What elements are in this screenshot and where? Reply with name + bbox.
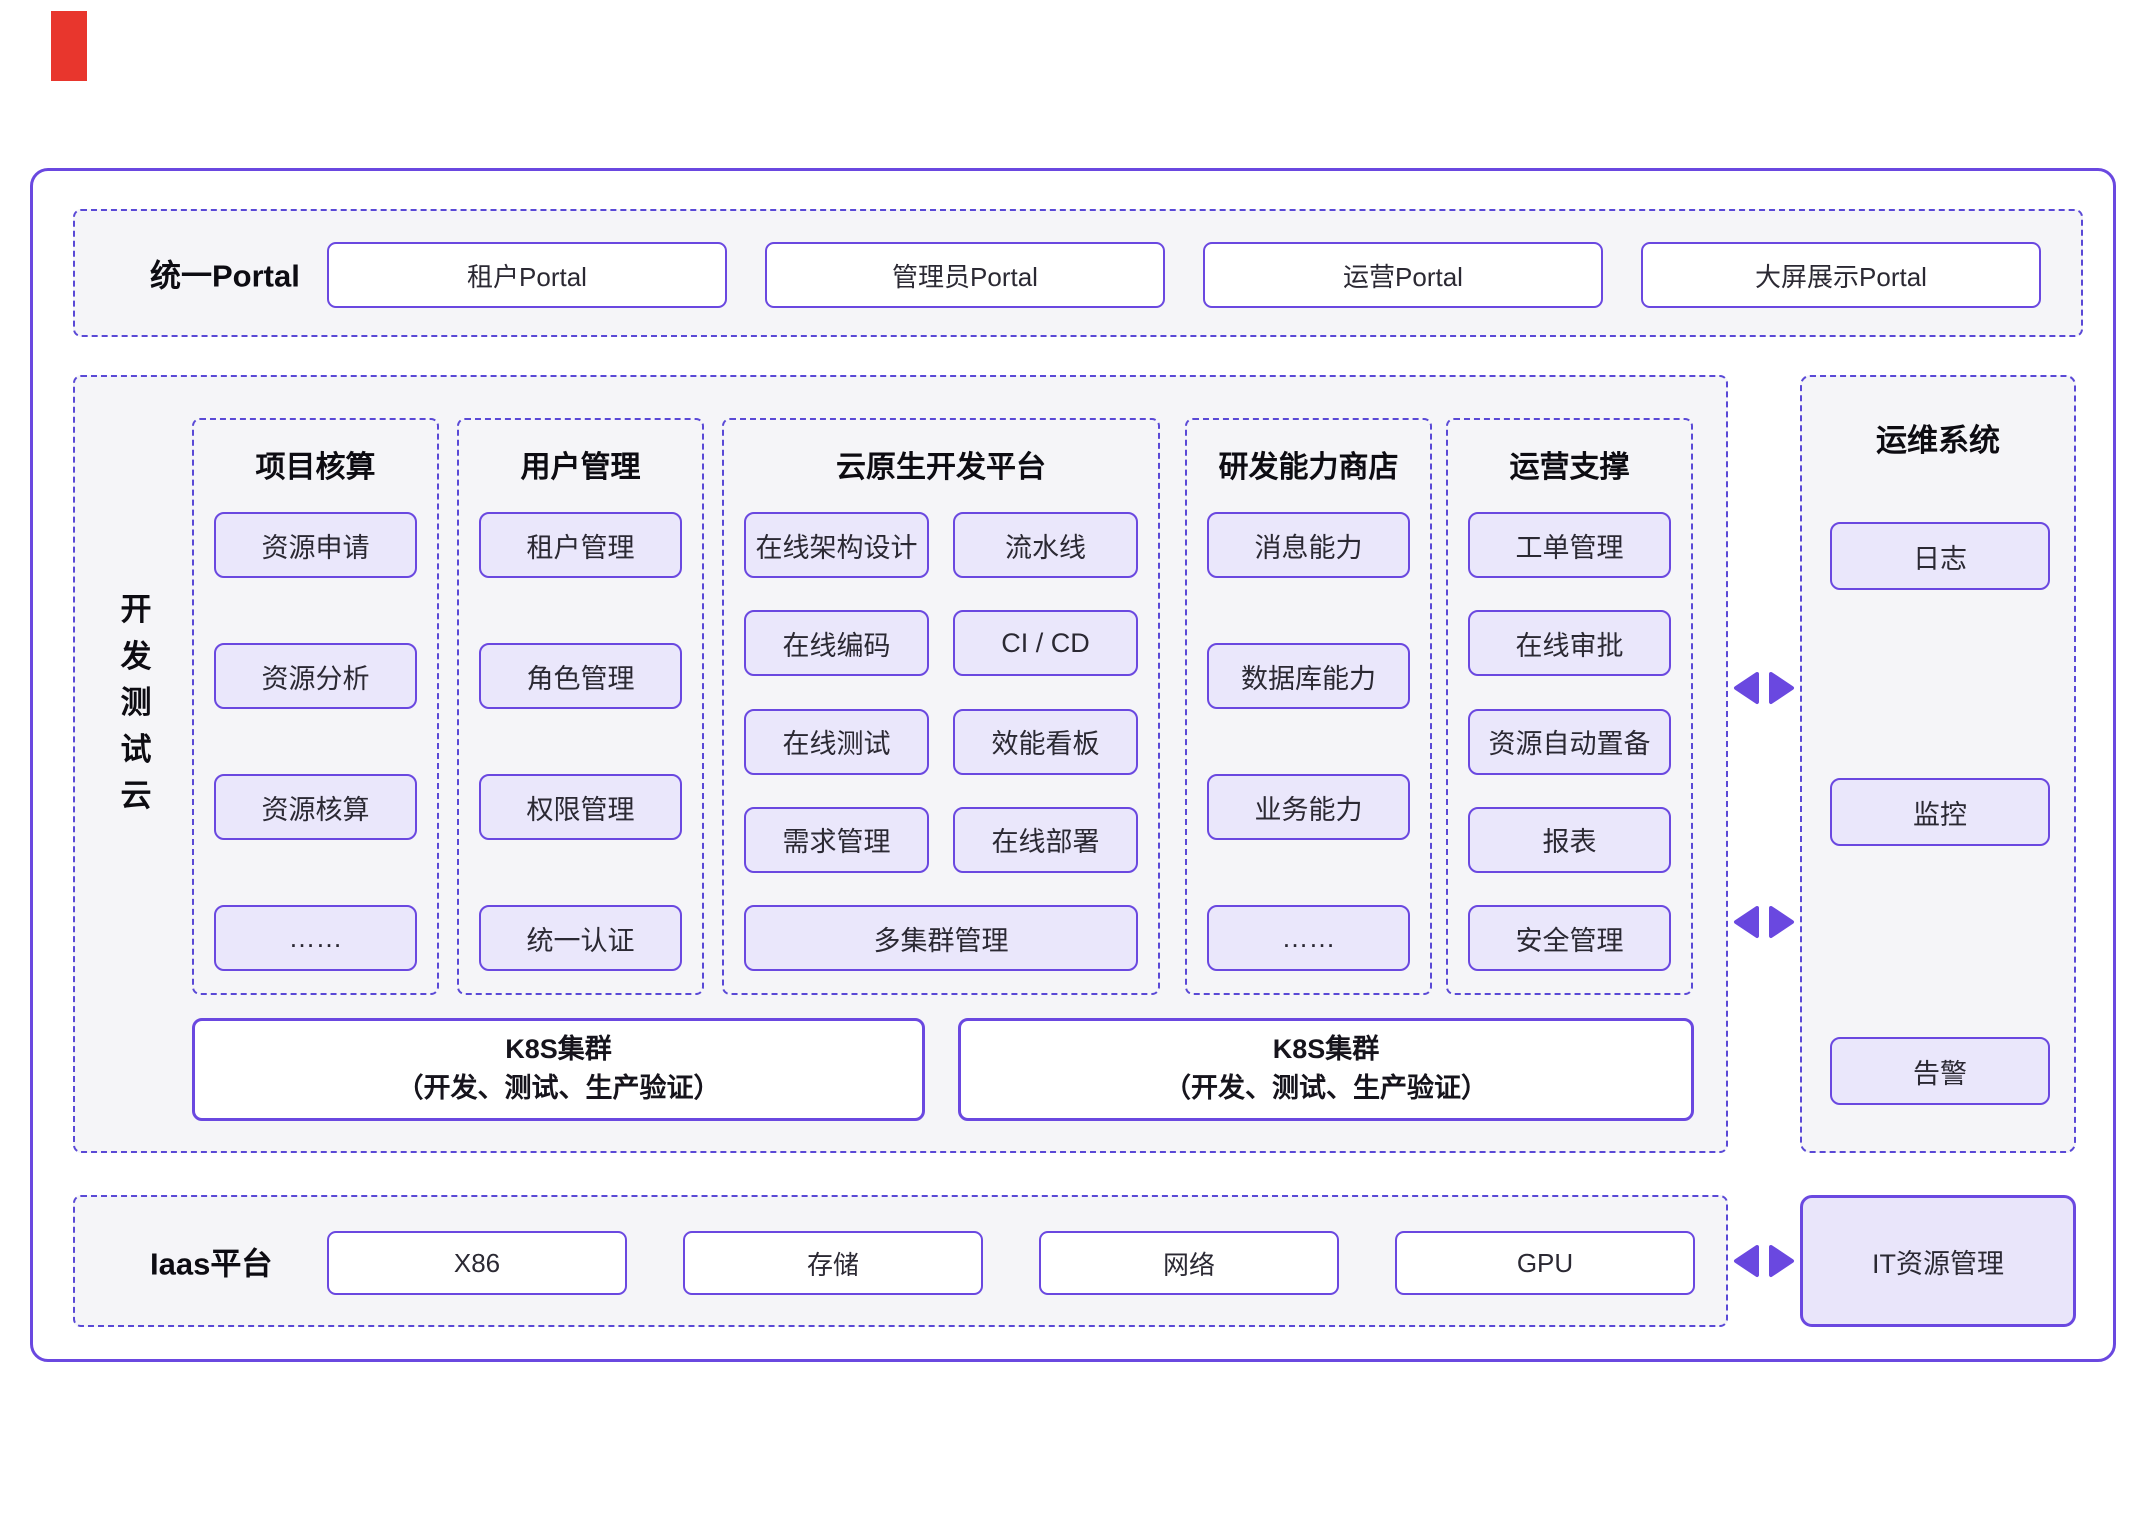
item-box: 在线测试 bbox=[744, 708, 929, 775]
k8s-cluster-subtitle: （开发、测试、生产验证） bbox=[396, 1073, 721, 1103]
portal-box-row: 租户Portal 管理员Portal 运营Portal 大屏展示Portal bbox=[327, 242, 2041, 308]
item-box: 业务能力 bbox=[1207, 774, 1410, 840]
portal-box-admin: 管理员Portal bbox=[765, 242, 1165, 308]
ops-item-log: 日志 bbox=[1830, 522, 2050, 590]
item-box: 在线编码 bbox=[744, 610, 929, 677]
it-resource-box: IT资源管理 bbox=[1800, 1195, 2076, 1327]
column-title: 云原生开发平台 bbox=[836, 451, 1046, 484]
ops-system-section: 运维系统 日志 监控 告警 bbox=[1800, 375, 2076, 1153]
item-box: 需求管理 bbox=[744, 806, 929, 873]
k8s-cluster-box: K8S集群 （开发、测试、生产验证） bbox=[192, 1018, 925, 1121]
ops-system-title: 运维系统 bbox=[1876, 423, 2000, 458]
column-title: 项目核算 bbox=[255, 451, 376, 484]
iaas-section: Iaas平台 X86 存储 网络 GPU bbox=[73, 1195, 1728, 1327]
column-title: 运营支撑 bbox=[1509, 451, 1630, 484]
item-box: 资源分析 bbox=[214, 643, 417, 709]
item-box: 流水线 bbox=[953, 512, 1138, 578]
item-box: CI / CD bbox=[953, 610, 1138, 677]
item-box: 资源自动置备 bbox=[1468, 708, 1671, 775]
column-cloud-native-platform: 云原生开发平台 在线架构设计 流水线 在线编码 CI / CD 在线测试 效能看 bbox=[722, 418, 1160, 995]
item-box-multicluster: 多集群管理 bbox=[744, 905, 1138, 971]
k8s-cluster-box: K8S集群 （开发、测试、生产验证） bbox=[958, 1018, 1694, 1121]
item-box: 在线架构设计 bbox=[744, 512, 929, 578]
column-title: 研发能力商店 bbox=[1218, 451, 1399, 484]
portal-section-label: 统一Portal bbox=[150, 258, 300, 294]
k8s-cluster-subtitle: （开发、测试、生产验证） bbox=[1164, 1073, 1488, 1103]
iaas-box-row: X86 存储 网络 GPU bbox=[327, 1231, 1695, 1295]
item-box-ellipsis: …… bbox=[214, 905, 417, 971]
item-box: 报表 bbox=[1468, 806, 1671, 873]
iaas-box-storage: 存储 bbox=[683, 1231, 983, 1295]
dev-test-cloud-section: 开发测试云 项目核算 资源申请 资源分析 资源核算 …… 用户管理 租户管理 bbox=[73, 375, 1728, 1153]
item-box: 资源核算 bbox=[214, 774, 417, 840]
main-container: 统一Portal 租户Portal 管理员Portal 运营Portal 大屏展… bbox=[30, 168, 2116, 1362]
left-right-arrows-icon bbox=[1734, 672, 1794, 704]
item-box: 租户管理 bbox=[479, 512, 682, 578]
item-box-ellipsis: …… bbox=[1207, 905, 1410, 971]
iaas-box-network: 网络 bbox=[1039, 1231, 1339, 1295]
portal-box-operation: 运营Portal bbox=[1203, 242, 1603, 308]
item-box: 权限管理 bbox=[479, 774, 682, 840]
column-project-accounting: 项目核算 资源申请 资源分析 资源核算 …… bbox=[192, 418, 439, 995]
left-right-arrows-icon bbox=[1734, 1245, 1794, 1277]
item-box: 在线部署 bbox=[953, 806, 1138, 873]
portal-box-bigscreen: 大屏展示Portal bbox=[1641, 242, 2041, 308]
item-box: 数据库能力 bbox=[1207, 643, 1410, 709]
iaas-section-label: Iaas平台 bbox=[150, 1246, 273, 1282]
item-box: 工单管理 bbox=[1468, 512, 1671, 578]
portal-box-tenant: 租户Portal bbox=[327, 242, 727, 308]
column-rd-capability-store: 研发能力商店 消息能力 数据库能力 业务能力 …… bbox=[1185, 418, 1432, 995]
item-box: 效能看板 bbox=[953, 708, 1138, 775]
dev-test-cloud-label: 开发测试云 bbox=[120, 592, 152, 813]
item-box: 角色管理 bbox=[479, 643, 682, 709]
iaas-box-gpu: GPU bbox=[1395, 1231, 1695, 1295]
column-user-management: 用户管理 租户管理 角色管理 权限管理 统一认证 bbox=[457, 418, 704, 995]
ops-item-alert: 告警 bbox=[1830, 1037, 2050, 1105]
item-box: 统一认证 bbox=[479, 905, 682, 971]
k8s-cluster-row: K8S集群 （开发、测试、生产验证） K8S集群 （开发、测试、生产验证） bbox=[192, 1018, 1694, 1121]
item-box: 资源申请 bbox=[214, 512, 417, 578]
iaas-box-x86: X86 bbox=[327, 1231, 627, 1295]
ops-item-monitor: 监控 bbox=[1830, 778, 2050, 846]
item-box: 消息能力 bbox=[1207, 512, 1410, 578]
item-box: 在线审批 bbox=[1468, 610, 1671, 677]
portal-section: 统一Portal 租户Portal 管理员Portal 运营Portal 大屏展… bbox=[73, 209, 2083, 337]
red-marker bbox=[51, 11, 87, 81]
k8s-cluster-title: K8S集群 bbox=[505, 1034, 612, 1065]
column-title: 用户管理 bbox=[520, 451, 641, 484]
capability-columns: 项目核算 资源申请 资源分析 资源核算 …… 用户管理 租户管理 角色管理 权限… bbox=[192, 418, 1693, 995]
left-right-arrows-icon bbox=[1734, 906, 1794, 938]
column-operation-support: 运营支撑 工单管理 在线审批 资源自动置备 报表 安全管理 bbox=[1446, 418, 1693, 995]
item-box: 安全管理 bbox=[1468, 905, 1671, 971]
k8s-cluster-title: K8S集群 bbox=[1272, 1034, 1380, 1065]
